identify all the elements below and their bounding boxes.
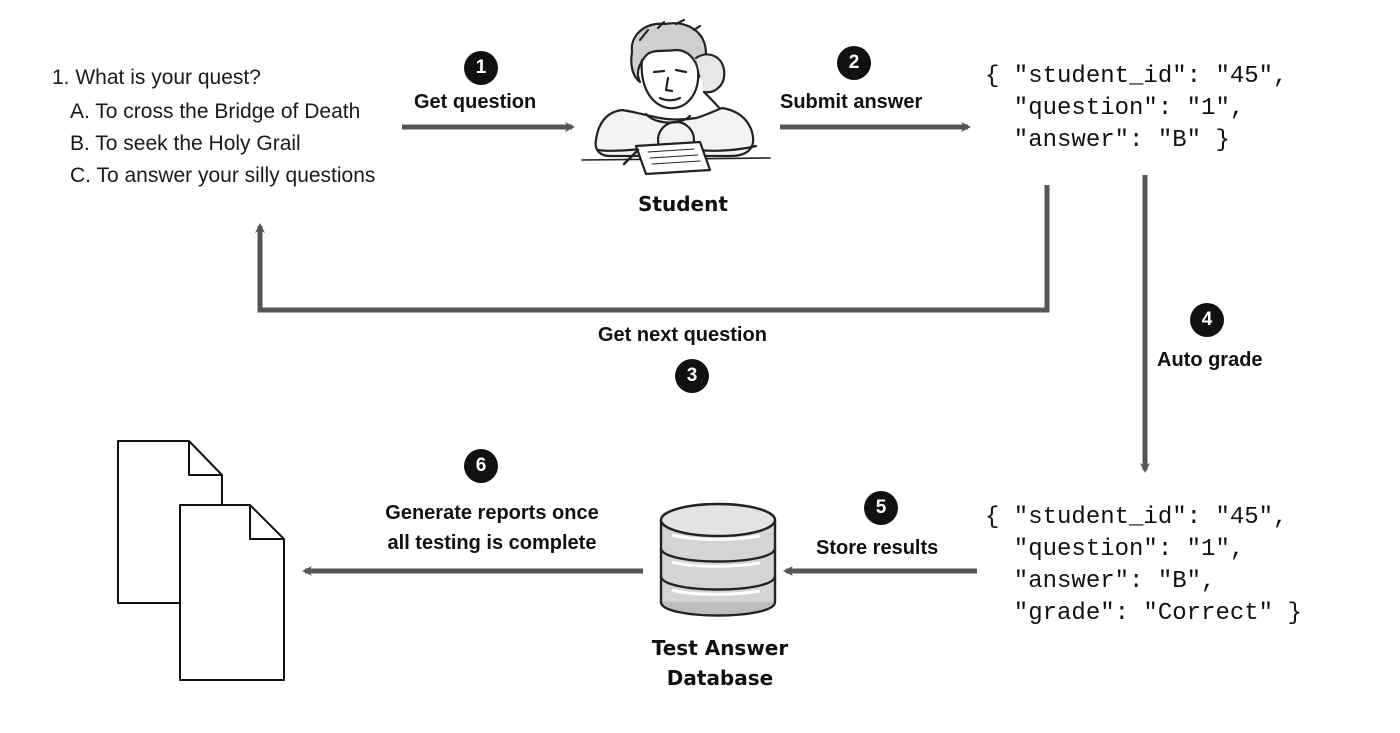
student-illustration (581, 18, 771, 176)
student-label: Student (638, 192, 728, 216)
json-submit-line-1: { "student_id": "45", (985, 63, 1288, 90)
json-graded-line-1: { "student_id": "45", (985, 504, 1288, 531)
step-label-get-next-question: Get next question (598, 324, 767, 346)
step-badge-5: 5 (864, 491, 898, 525)
step-label-auto-grade: Auto grade (1157, 349, 1263, 371)
json-graded-line-2: "question": "1", (985, 536, 1245, 563)
json-graded-line-3: "answer": "B", (985, 568, 1216, 595)
database-cylinder-icon (659, 502, 777, 617)
arrow-get-next-question (255, 185, 1050, 313)
step-label-submit-answer: Submit answer (780, 91, 923, 113)
stacked-documents-icon (117, 440, 285, 681)
question-text: 1. What is your quest? (52, 66, 261, 89)
option-a: A. To cross the Bridge of Death (70, 100, 361, 123)
json-submit-line-3: "answer": "B" } (985, 127, 1230, 154)
json-submit-line-2: "question": "1", (985, 95, 1245, 122)
step-badge-2: 2 (837, 46, 871, 80)
step-label-generate-reports-line-1: Generate reports once (385, 502, 599, 524)
option-c: C. To answer your silly questions (70, 164, 376, 187)
step-label-get-question: Get question (414, 91, 537, 113)
database-label-line-2: Database (666, 666, 774, 690)
json-graded-line-4: "grade": "Correct" } (985, 600, 1302, 627)
database-label-line-1: Test Answer (651, 636, 789, 660)
step-badge-6: 6 (464, 449, 498, 483)
step-badge-1: 1 (464, 51, 498, 85)
step-label-generate-reports-line-2: all testing is complete (387, 532, 597, 554)
step-label-store-results: Store results (816, 537, 939, 559)
option-b: B. To seek the Holy Grail (70, 132, 301, 155)
step-badge-3: 3 (675, 359, 709, 393)
step-badge-4: 4 (1190, 303, 1224, 337)
